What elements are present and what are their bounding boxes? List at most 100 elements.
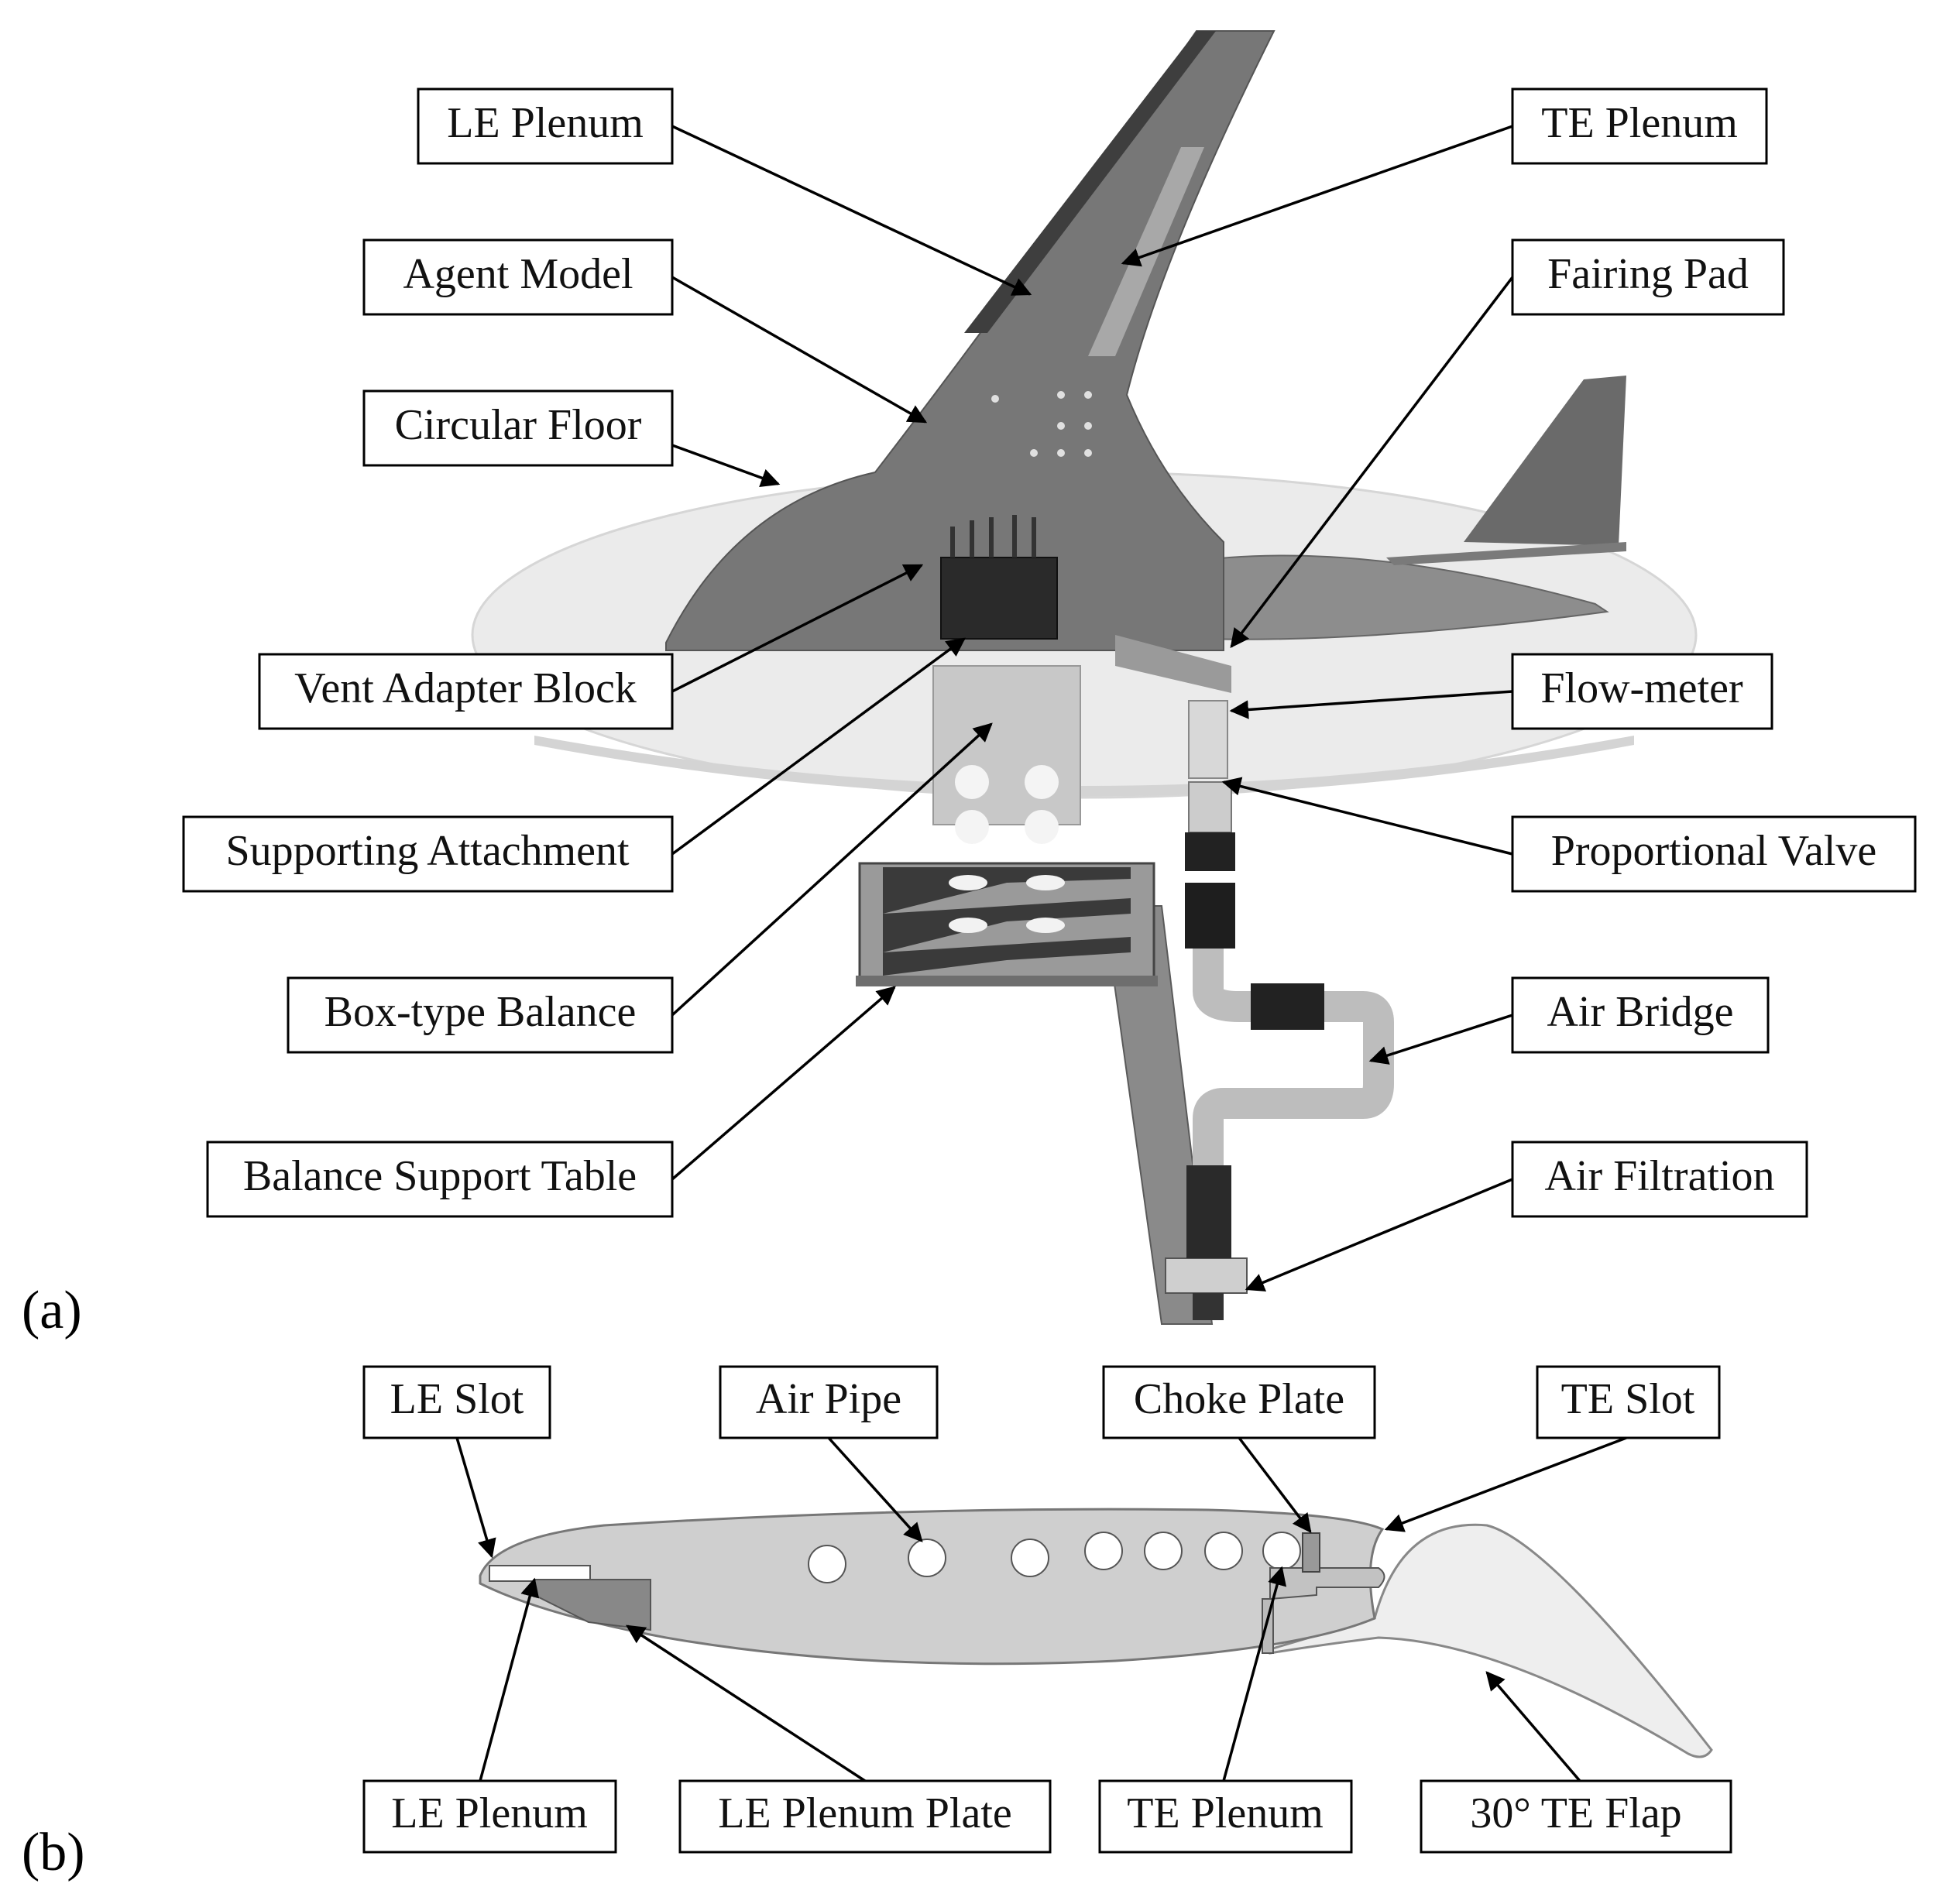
balance-support-table-plate — [856, 976, 1158, 986]
label-balance-support-table: Balance Support Table — [206, 1141, 674, 1218]
panel-b-arrows — [455, 1436, 1627, 1782]
label-circular-floor: Circular Floor — [362, 389, 674, 467]
label-le-slot: LE Slot — [362, 1365, 551, 1439]
balance-rib — [883, 898, 1131, 952]
arrow-air-filtration — [1245, 1178, 1513, 1292]
svg-text:Air Pipe: Air Pipe — [756, 1375, 901, 1423]
label-le-plenum-a: LE Plenum — [417, 87, 674, 165]
panel-a-arrows — [671, 125, 1514, 1292]
arrow-vent-adapter-block — [671, 564, 924, 693]
label-te-slot: TE Slot — [1536, 1365, 1721, 1439]
label-air-bridge: Air Bridge — [1511, 976, 1770, 1054]
arrow-te-slot — [1384, 1436, 1627, 1532]
circular-floor-rim — [534, 736, 1634, 797]
label-le-plenum-b: LE Plenum — [362, 1779, 617, 1854]
svg-text:LE Plenum: LE Plenum — [447, 99, 644, 147]
air-pipe-hole — [1084, 1532, 1123, 1570]
panel-b-tag: (b) — [22, 1823, 85, 1882]
air-pipe-hole — [1262, 1532, 1301, 1570]
proportional-valve-shape — [1188, 781, 1232, 833]
label-fairing-pad: Fairing Pad — [1511, 238, 1785, 316]
svg-text:Box-type Balance: Box-type Balance — [324, 988, 637, 1036]
label-proportional-valve: Proportional Valve — [1511, 815, 1917, 893]
panel-a-illustration — [471, 30, 1698, 1325]
label-supporting-attachment: Supporting Attachment — [182, 815, 674, 893]
label-agent-model: Agent Model — [362, 238, 674, 316]
svg-text:Balance Support Table: Balance Support Table — [243, 1152, 637, 1200]
support-base — [1165, 1257, 1248, 1294]
vent-adapter-block-shape — [940, 557, 1058, 640]
svg-text:TE Slot: TE Slot — [1561, 1375, 1695, 1423]
label-te-plenum-a: TE Plenum — [1511, 87, 1768, 165]
arrow-fairing-pad — [1230, 276, 1514, 648]
air-pipe-hole — [1144, 1532, 1183, 1570]
label-air-filtration: Air Filtration — [1511, 1141, 1808, 1218]
air-pipe-hole — [1204, 1532, 1243, 1570]
svg-text:LE Slot: LE Slot — [390, 1375, 524, 1423]
air-bridge-coupling — [1251, 983, 1324, 1030]
arrow-te-plenum-b — [1222, 1566, 1287, 1782]
vent-adapter-tubes — [950, 515, 1036, 557]
label-le-plenum-plate: LE Plenum Plate — [678, 1779, 1052, 1854]
air-pipe-hole — [808, 1545, 846, 1583]
svg-text:TE Plenum: TE Plenum — [1127, 1789, 1324, 1837]
arrow-le-plenum-b — [479, 1577, 540, 1782]
attachment-hole — [1025, 765, 1059, 799]
svg-text:Air Bridge: Air Bridge — [1547, 988, 1733, 1036]
panel-a-tag: (a) — [22, 1281, 82, 1340]
label-te-flap: 30° TE Flap — [1420, 1779, 1732, 1854]
svg-text:TE Plenum: TE Plenum — [1541, 99, 1738, 147]
air-filtration-shape — [1186, 1165, 1231, 1258]
svg-text:Flow-meter: Flow-meter — [1540, 664, 1743, 712]
support-foot — [1193, 1293, 1224, 1320]
balance-rib — [883, 937, 1131, 976]
label-te-plenum-b: TE Plenum — [1098, 1779, 1353, 1854]
arrow-te-plenum-a — [1121, 125, 1513, 267]
arrow-balance-support-table — [671, 986, 896, 1181]
fairing-pad-shape — [1115, 635, 1231, 693]
te-flap-shape — [1269, 1523, 1713, 1758]
arrow-supporting-attachment — [671, 637, 966, 856]
air-pipe-holes — [808, 1532, 1301, 1583]
label-air-pipe: Air Pipe — [719, 1365, 939, 1439]
label-choke-plate: Choke Plate — [1102, 1365, 1376, 1439]
label-flow-meter: Flow-meter — [1511, 653, 1773, 730]
label-vent-adapter-block: Vent Adapter Block — [258, 653, 674, 730]
svg-text:30° TE Flap: 30° TE Flap — [1470, 1789, 1681, 1837]
balance-slot — [1026, 918, 1065, 933]
arrow-circular-floor — [671, 444, 781, 487]
balance-rib — [883, 867, 1131, 914]
choke-plate-shape — [1302, 1532, 1320, 1573]
label-box-type-balance: Box-type Balance — [287, 976, 674, 1054]
air-pipe-hole — [1011, 1539, 1049, 1577]
arrow-le-plenum — [671, 125, 1032, 296]
arrow-te-flap — [1485, 1671, 1581, 1782]
svg-text:Choke Plate: Choke Plate — [1134, 1375, 1344, 1423]
balance-slot — [1026, 875, 1065, 890]
arrow-box-type-balance — [671, 722, 993, 1017]
svg-text:LE Plenum Plate: LE Plenum Plate — [718, 1789, 1012, 1837]
arrow-air-pipe — [827, 1436, 923, 1542]
air-bridge-shape — [1193, 949, 1394, 1177]
te-plenum-shape — [1088, 147, 1204, 356]
balance-slot — [949, 918, 987, 933]
supporting-attachment-shape — [932, 665, 1081, 825]
svg-text:Fairing Pad: Fairing Pad — [1547, 250, 1749, 298]
panel-b-illustration — [479, 1508, 1713, 1758]
svg-text:Agent Model: Agent Model — [403, 250, 633, 298]
svg-text:Vent Adapter Block: Vent Adapter Block — [294, 664, 637, 712]
valve-coupling — [1185, 883, 1235, 949]
arrow-flow-meter — [1229, 690, 1513, 719]
svg-text:Supporting Attachment: Supporting Attachment — [225, 827, 630, 875]
attachment-hole — [955, 765, 989, 799]
te-plenum-b-shape — [1269, 1567, 1385, 1600]
arrow-agent-model — [671, 276, 928, 424]
vertical-tail — [1464, 376, 1626, 546]
attachment-hole — [1025, 810, 1059, 844]
svg-text:Proportional Valve: Proportional Valve — [1551, 827, 1876, 875]
le-plenum-shape — [964, 31, 1216, 333]
arrow-air-bridge — [1368, 1014, 1513, 1065]
arrow-proportional-valve — [1221, 777, 1513, 856]
valve-coupling — [1185, 832, 1235, 871]
